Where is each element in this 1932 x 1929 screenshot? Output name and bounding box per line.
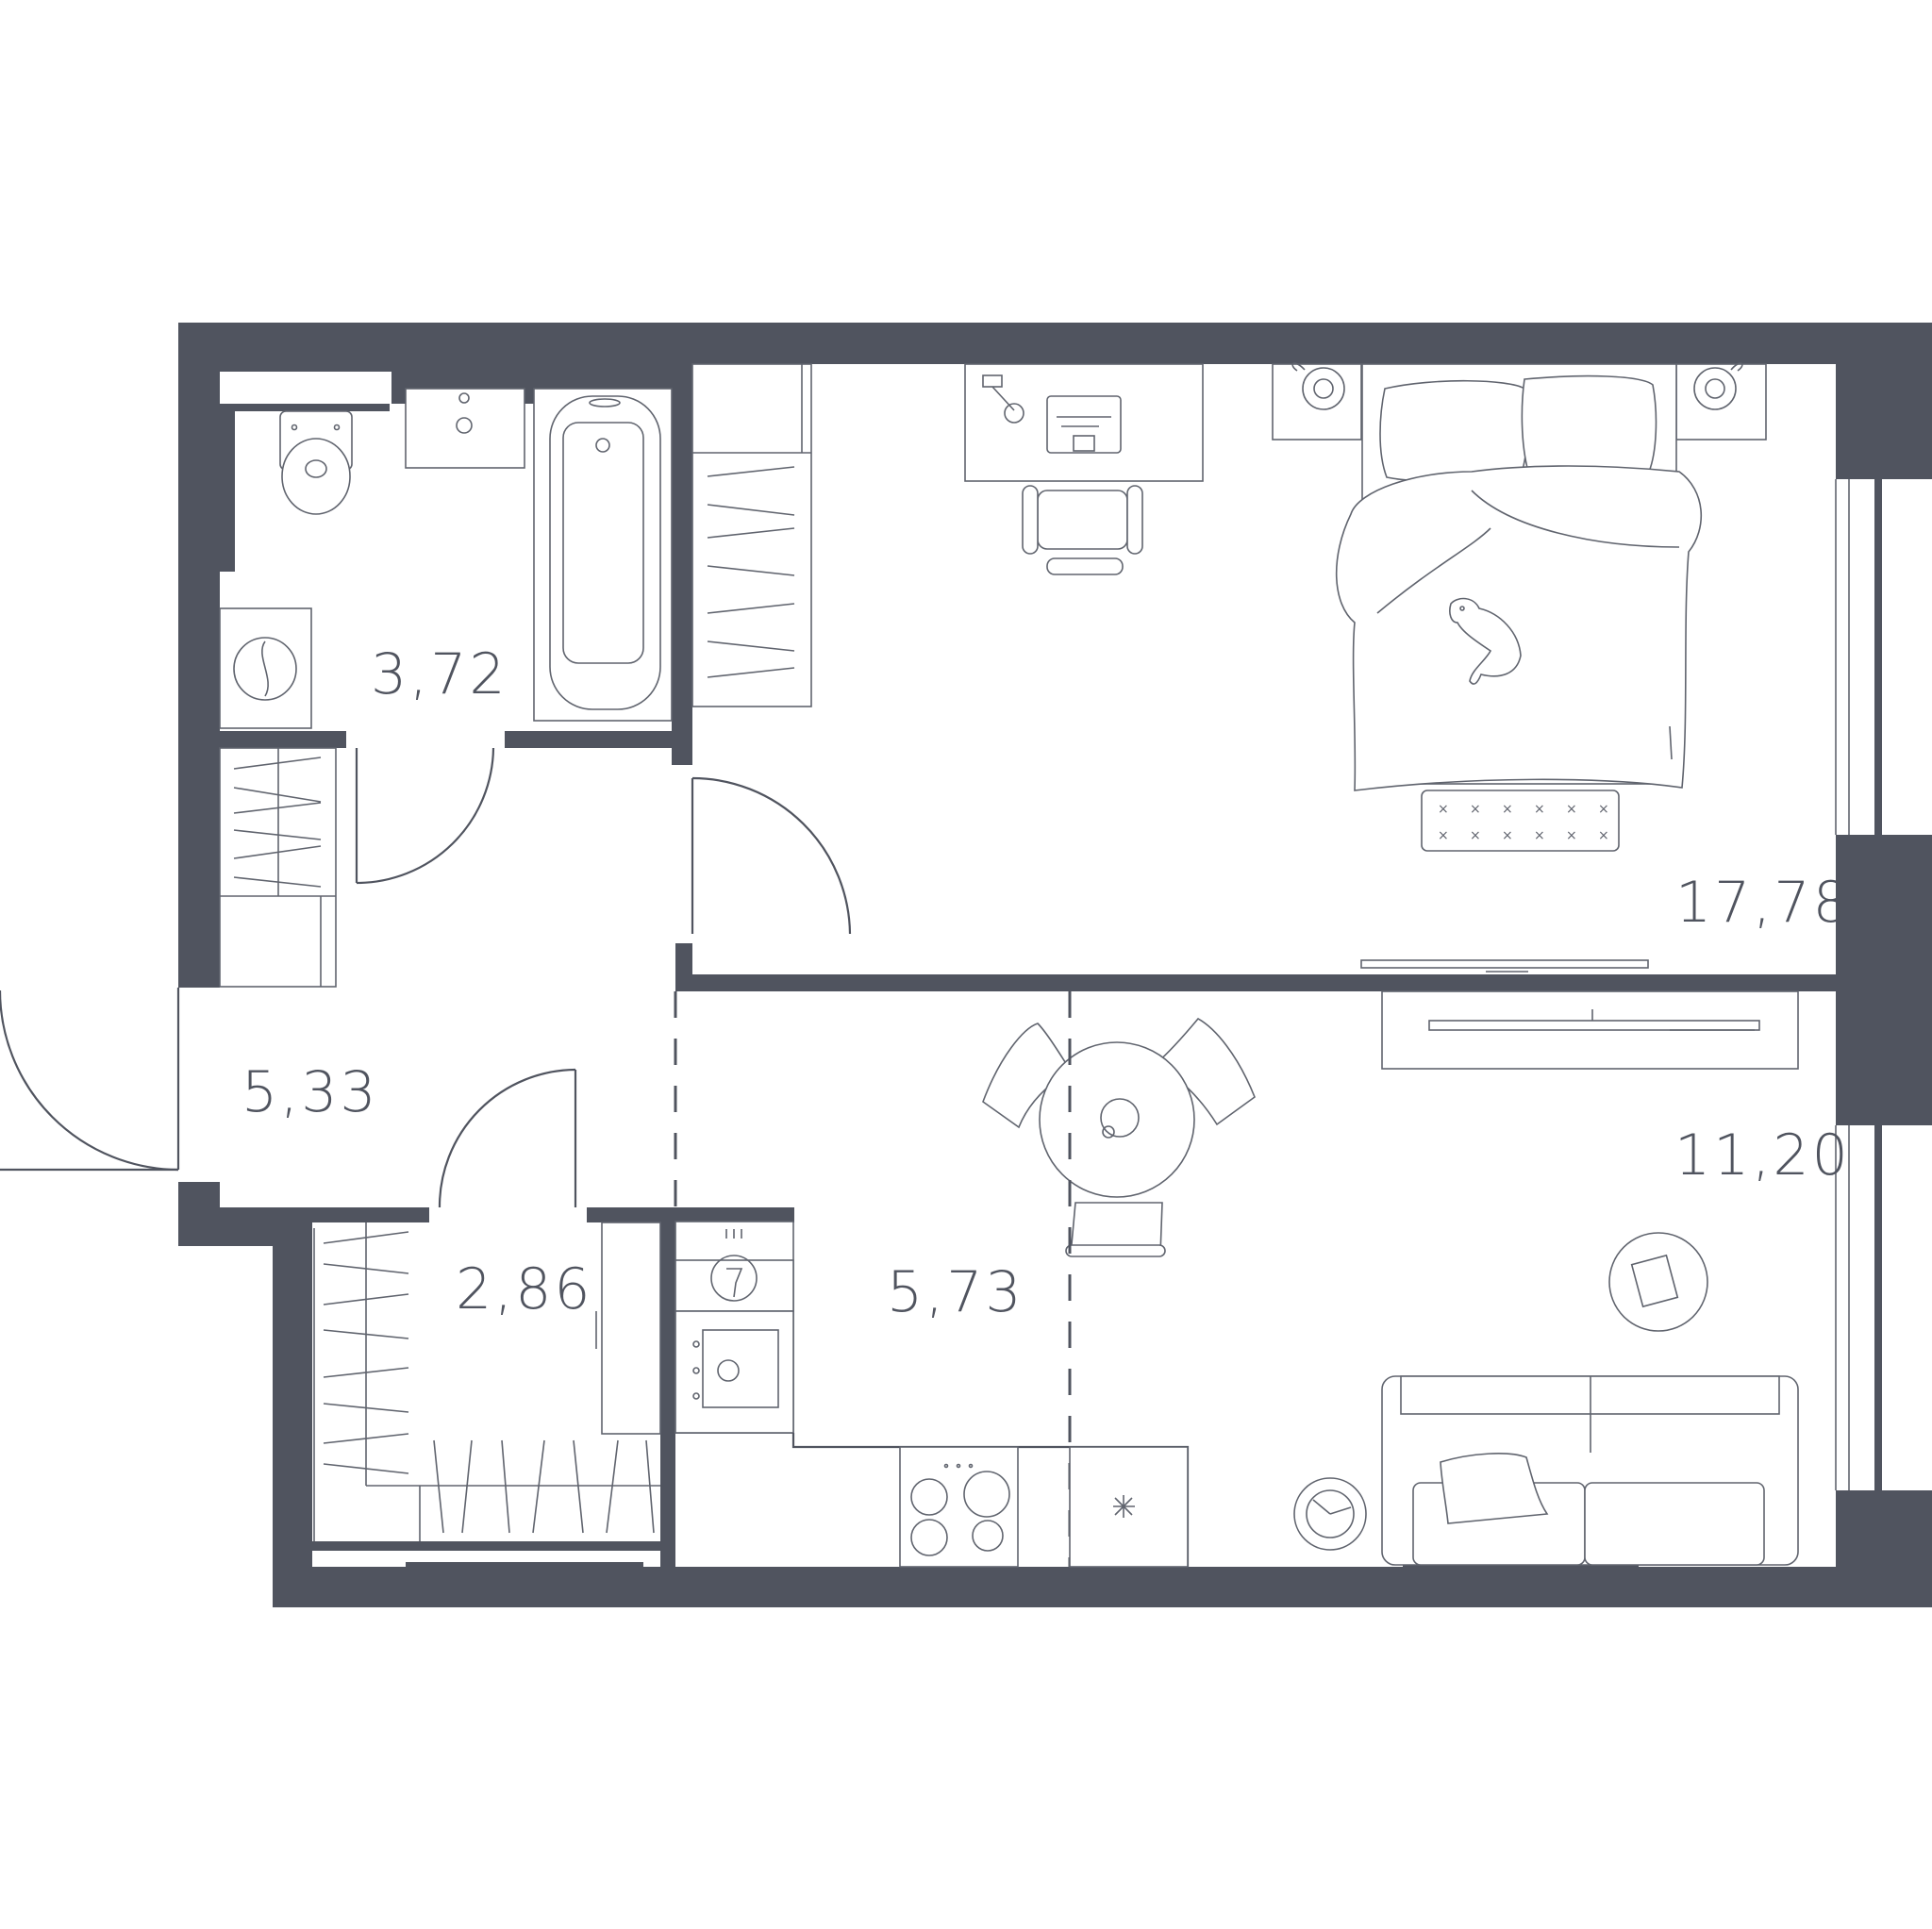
svg-text:×: × (1566, 828, 1577, 843)
sofa-icon (1381, 1375, 1799, 1566)
stove-icon (899, 1446, 1019, 1568)
svg-text:×: × (1534, 828, 1545, 843)
svg-text:×: × (1534, 802, 1545, 817)
sink-icon (405, 388, 525, 469)
laptop-icon (1046, 395, 1122, 454)
living-room (1293, 990, 1850, 1566)
chair-icon (1154, 1017, 1256, 1126)
walls (178, 323, 1932, 1607)
wardrobe-icon (313, 1222, 661, 1541)
svg-text:×: × (1502, 828, 1513, 843)
nightstand-icon (1272, 362, 1362, 441)
wardrobe-room (313, 1222, 661, 1541)
area-label-hallway: 5,33 (242, 1059, 379, 1125)
washing-machine-icon (219, 607, 312, 729)
dog-icon (1449, 597, 1522, 685)
wardrobe-door-icon (438, 1068, 577, 1208)
wardrobe-icon (691, 363, 812, 707)
kitchen-sink-icon (675, 1310, 794, 1434)
bedroom: × × × × × × × × × × × × (691, 362, 1850, 973)
fridge-icon (1069, 1446, 1189, 1568)
svg-text:×: × (1566, 802, 1577, 817)
chair-icon (982, 1023, 1073, 1129)
svg-text:×: × (1598, 828, 1609, 843)
area-label-living-room: 11,20 (1674, 1122, 1851, 1189)
svg-text:×: × (1438, 828, 1449, 843)
svg-text:×: × (1438, 802, 1449, 817)
office-chair-icon (1022, 485, 1143, 575)
nightstand-icon (1675, 362, 1767, 441)
coffee-machine-icon (675, 1229, 794, 1312)
side-table-icon (1293, 1477, 1367, 1551)
area-labels: 3,72 17,78 5,33 2,86 5,73 11,20 (242, 641, 1852, 1325)
area-label-bedroom: 17,78 (1675, 870, 1852, 936)
svg-text:×: × (1598, 802, 1609, 817)
tv-icon (1381, 990, 1799, 1070)
window (1835, 1125, 1850, 1490)
chair-icon (1065, 1202, 1166, 1257)
svg-text:×: × (1502, 802, 1513, 817)
kitchen (675, 1221, 1190, 1568)
entry-door-icon (0, 988, 180, 1172)
bathroom (219, 388, 673, 729)
bathtub-icon (533, 388, 673, 722)
coffee-table-icon (1608, 1232, 1708, 1332)
doors (0, 747, 852, 1208)
rug-icon: × × × × × × × × × × × × (1421, 790, 1620, 852)
bed-icon (1335, 363, 1703, 791)
tv-icon (1360, 959, 1649, 973)
svg-text:×: × (1470, 802, 1481, 817)
closet-shelves (219, 747, 337, 988)
area-label-bathroom: 3,72 (371, 641, 508, 707)
dining-table-icon (1039, 1041, 1195, 1198)
window (1835, 479, 1850, 835)
bathroom-door-icon (355, 747, 495, 885)
area-label-wardrobe: 2,86 (456, 1256, 593, 1322)
area-label-kitchen: 5,73 (887, 1259, 1024, 1325)
toilet-icon (279, 410, 353, 515)
dining-area (674, 991, 1256, 1567)
bedroom-door-icon (691, 776, 852, 935)
svg-text:×: × (1470, 828, 1481, 843)
